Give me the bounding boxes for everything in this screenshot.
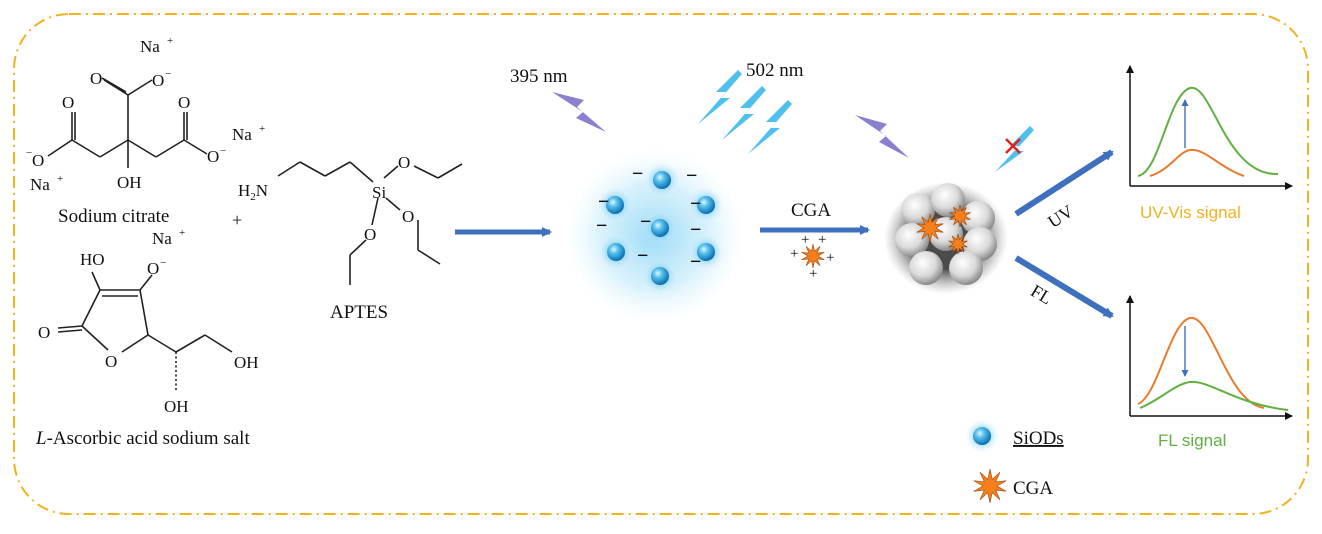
siod-dot — [607, 243, 625, 261]
plus-sign: + — [232, 210, 242, 230]
legend-siods-label: SiODs — [1013, 428, 1064, 449]
legend: SiODs CGA — [965, 419, 1064, 504]
emission-label: 502 nm — [746, 60, 804, 81]
fl-arrow-label: FL — [1027, 281, 1055, 309]
aptes-si: Si — [372, 183, 386, 202]
ascorbate-ring-o: O — [105, 352, 117, 371]
citrate-na-2-charge: + — [259, 123, 265, 135]
citrate-name: Sodium citrate — [58, 206, 169, 227]
cga-charge: + — [818, 232, 826, 248]
fl-curve-high — [1137, 316, 1265, 409]
ascorbate-charge: − — [160, 257, 166, 269]
ascorbate-carbonyl-o: O — [38, 323, 50, 342]
citrate-na-2: Na — [232, 125, 252, 144]
excitation-label: 395 nm — [510, 66, 568, 87]
citrate-na-1-charge: + — [167, 35, 173, 47]
uv-vis-panel: UV-Vis signal — [1126, 65, 1293, 222]
uv-curve-high — [1137, 86, 1279, 177]
uv-arrow — [1014, 149, 1114, 217]
ascorbate-na-charge: + — [179, 227, 185, 239]
cga-charge: + — [809, 266, 817, 282]
frame-border — [13, 13, 1309, 515]
excitation-bolt-2-icon — [855, 115, 909, 158]
surface-charge: − — [690, 219, 701, 241]
surface-charge: − — [640, 211, 651, 233]
citrate-o-bottom-left: O — [32, 151, 44, 170]
citrate-o-left: O — [62, 93, 74, 112]
citrate-na-3-charge: + — [57, 173, 63, 185]
surface-charge: − — [637, 245, 648, 267]
citrate-o-top-left: O — [90, 69, 102, 88]
bound-cga — [916, 213, 944, 243]
citrate-charge-1: − — [165, 68, 171, 80]
aptes-amine: H2N — [238, 181, 268, 203]
uv-vis-signal-label: UV-Vis signal — [1140, 203, 1241, 222]
fl-arrow — [1014, 255, 1114, 319]
siod-dot — [697, 243, 715, 261]
bound-cga — [948, 233, 968, 255]
aptes-o-1: O — [398, 153, 410, 172]
citrate-na-3: Na — [30, 175, 50, 194]
excitation-bolt-icon — [552, 92, 606, 132]
cga-cation-icon: +++++ — [790, 232, 834, 282]
surface-charge: − — [690, 193, 701, 215]
surface-charge: − — [686, 165, 697, 187]
citrate-charge-3: − — [220, 145, 226, 157]
citrate-o-bottom-right: O — [207, 147, 219, 166]
aggregated-particle — [931, 183, 965, 217]
fl-curve-low — [1139, 380, 1289, 411]
siods-cluster: −−−−−−−−− — [565, 148, 745, 324]
ascorbate-name: L-Ascorbic acid sodium salt — [35, 428, 250, 449]
fl-signal-label: FL signal — [1158, 431, 1226, 450]
siod-dot — [697, 196, 715, 214]
siod-dot — [651, 267, 669, 285]
surface-charge: − — [596, 215, 607, 237]
aggregated-particle — [949, 251, 983, 285]
uv-arrow-label: UV — [1044, 201, 1077, 232]
siod-dot — [651, 219, 669, 237]
ascorbate-o-minus: O — [147, 259, 159, 278]
quenched-emission-icon — [995, 126, 1034, 172]
aggregated-particle — [901, 193, 935, 227]
aggregated-particle — [961, 201, 995, 235]
citrate-o-right: O — [178, 93, 190, 112]
aptes-o-2: O — [402, 207, 414, 226]
cga-charge: + — [801, 232, 809, 248]
siod-dot — [653, 171, 671, 189]
ascorbate-ho: HO — [80, 250, 105, 269]
aptes-o-3: O — [364, 225, 376, 244]
aggregated-cluster — [884, 182, 1008, 294]
surface-charge: − — [632, 163, 643, 185]
aptes-name: APTES — [330, 302, 388, 323]
sodium-citrate-structure: O O − O O O − O − OH Na + Na + Na + Sodi… — [26, 35, 265, 227]
surface-charge: − — [598, 191, 609, 213]
ascorbate-na: Na — [152, 229, 172, 248]
legend-siods-icon — [973, 427, 991, 445]
uv-curve-low — [1149, 148, 1245, 177]
quench-cross-icon — [1005, 138, 1021, 154]
bound-cga — [949, 204, 971, 228]
siod-dot — [606, 196, 624, 214]
surface-charge: − — [690, 251, 701, 273]
fl-panel: FL signal — [1126, 295, 1293, 450]
ascorbate-structure: HO O − O O OH OH Na + L-Ascorbic acid so… — [35, 227, 259, 449]
cga-reagent-label: CGA — [791, 200, 831, 221]
legend-cga-label: CGA — [1013, 478, 1053, 499]
cga-charge: + — [826, 250, 834, 266]
aggregated-particle — [909, 251, 943, 285]
citrate-na-1: Na — [140, 37, 160, 56]
ascorbate-oh-right: OH — [234, 353, 259, 372]
citrate-charge-2: − — [26, 147, 32, 159]
cga-charge: + — [790, 246, 798, 262]
ascorbate-oh-bottom: OH — [164, 397, 189, 416]
legend-cga-icon — [973, 468, 1007, 504]
aptes-structure: H2N Si O O O APTES — [238, 153, 463, 323]
citrate-o-top-right: O — [152, 71, 164, 90]
emission-bolts-icon — [698, 70, 792, 154]
citrate-oh: OH — [117, 173, 142, 192]
